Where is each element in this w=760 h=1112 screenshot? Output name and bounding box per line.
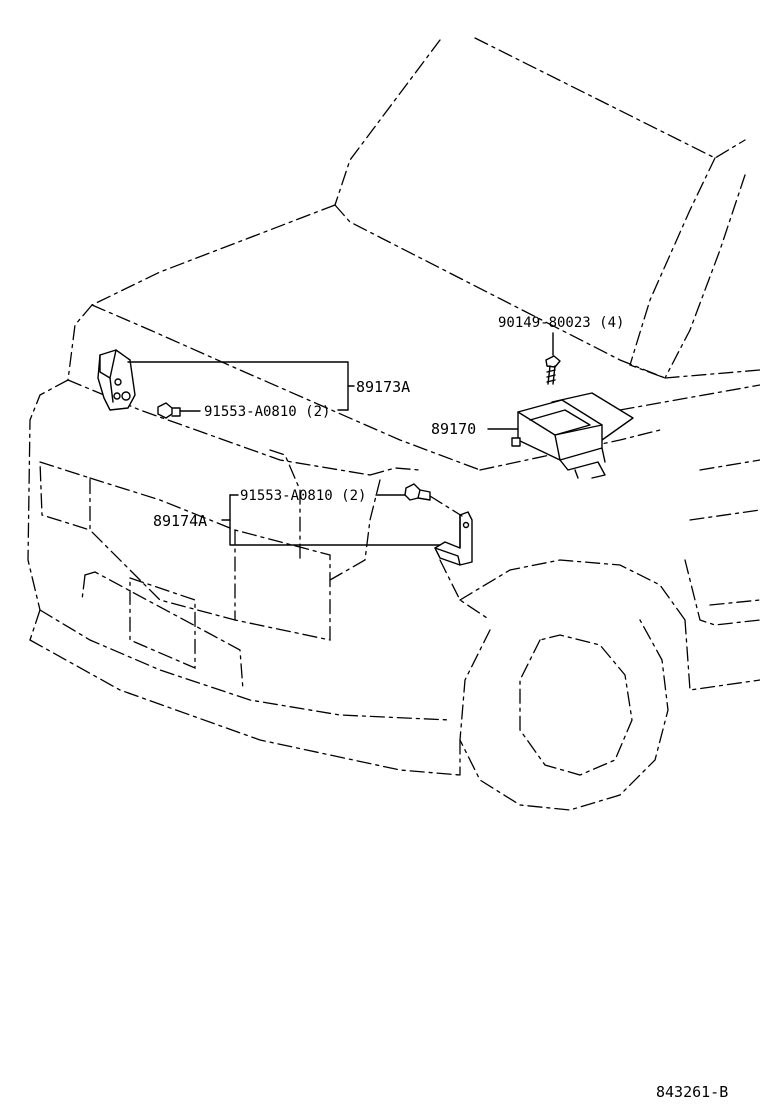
ecu-label: 89170	[431, 420, 476, 438]
bolt-front-left-part	[157, 402, 181, 419]
leader-lines	[127, 332, 554, 546]
vehicle-outline	[27, 37, 760, 811]
bolt-front-right-part	[404, 483, 431, 501]
bolt-top-label: 90149-80023 (4)	[498, 315, 624, 331]
ecu-part	[511, 392, 634, 479]
sensor-front-left-label: 89173A	[356, 378, 410, 396]
sensor-front-right-part	[434, 511, 473, 566]
sensor-front-left-part	[97, 349, 136, 411]
bolt-top-part	[545, 355, 561, 385]
bolt-front-left-label: 91553-A0810 (2)	[204, 404, 330, 420]
figure-id-label: 843261-B	[656, 1083, 728, 1101]
bolt-front-right-label: 91553-A0810 (2)	[240, 488, 366, 504]
bolt-guide-line	[429, 495, 463, 517]
sensor-front-right-label: 89174A	[153, 512, 207, 530]
